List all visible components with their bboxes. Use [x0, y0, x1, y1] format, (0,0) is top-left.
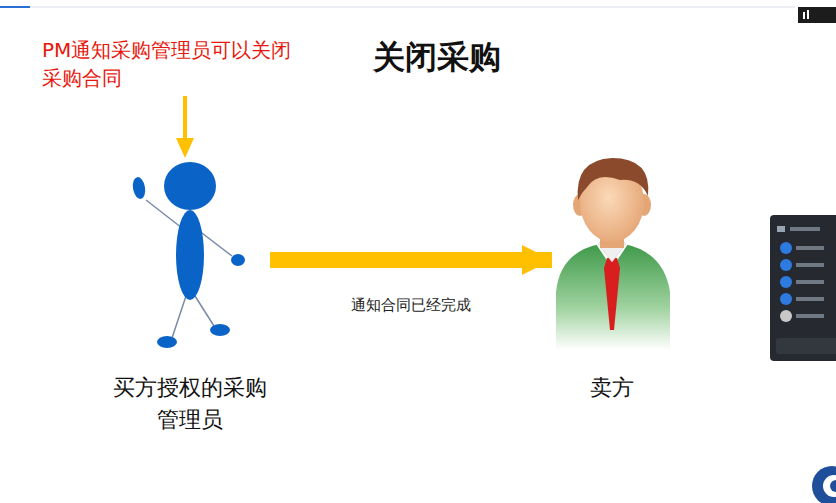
buyer-node: 买方授权的采购管理员 [110, 160, 270, 440]
callout-arrow [176, 96, 194, 158]
buyer-figure [131, 162, 245, 348]
role-caption: 买方授权的采购管理员 [110, 372, 270, 436]
badge-icon [807, 10, 809, 19]
status-badge [798, 7, 836, 23]
flow-arrow [270, 252, 552, 268]
annotation-note: PM通知采购管理员可以关闭采购合同 [42, 36, 302, 92]
top-bar [0, 6, 30, 8]
role-caption: 卖方 [552, 372, 672, 404]
seller-figure [556, 158, 670, 350]
logo [812, 466, 836, 503]
edge-label: 通知合同已经完成 [348, 295, 474, 315]
badge-icon [803, 12, 805, 19]
seller-node: 卖方 [552, 160, 672, 430]
top-bar [30, 7, 795, 8]
chat-panel [770, 215, 836, 361]
